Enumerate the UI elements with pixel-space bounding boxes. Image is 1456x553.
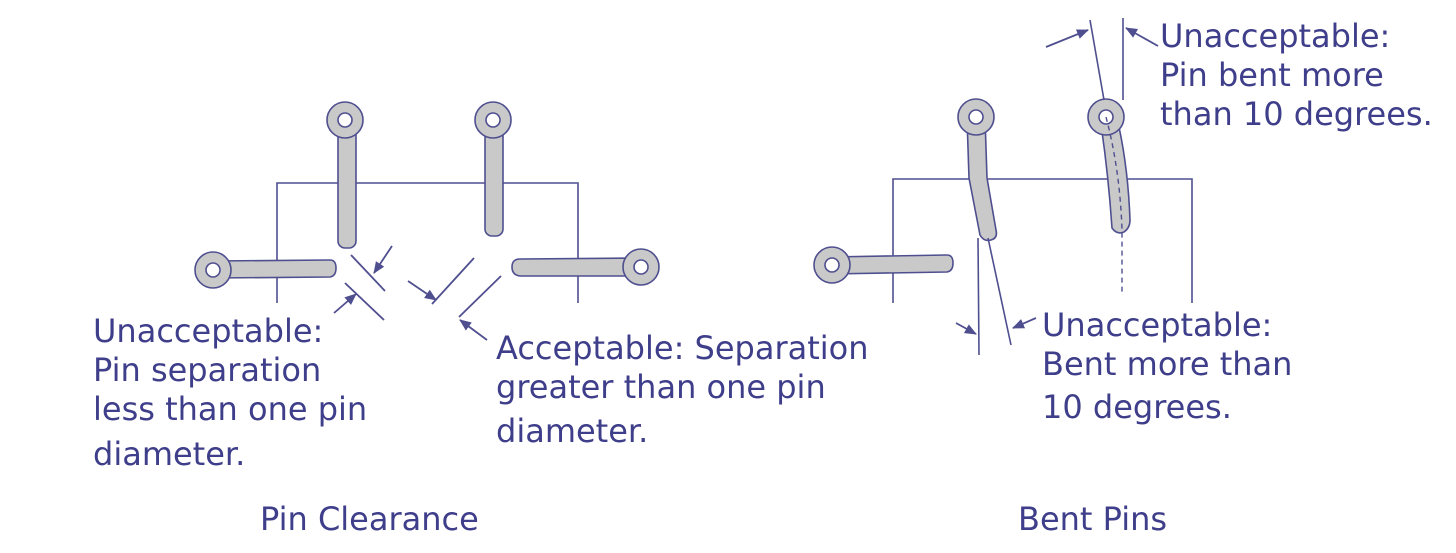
label-bent-unacceptable-bottom: Unacceptable: Bent more than 10 degrees. xyxy=(1042,306,1303,426)
caption-bent-pins: Bent Pins xyxy=(1018,500,1167,538)
label-pin-separation-unacceptable: Unacceptable: Pin separation less than o… xyxy=(93,312,377,473)
bend-angle-line-lower xyxy=(987,237,1012,346)
component-body-outline-left xyxy=(276,182,579,303)
pin-side-left xyxy=(194,251,337,289)
pin-top-right xyxy=(474,101,512,237)
caption-pin-clearance: Pin Clearance xyxy=(260,500,479,538)
bend-angle-arrow-upper-right xyxy=(1125,27,1159,47)
component-body-outline-right xyxy=(892,178,1193,303)
pin-top-left xyxy=(326,101,364,249)
label-separation-acceptable: Acceptable: Separation greater than one … xyxy=(496,329,879,450)
bend-angle-arrow-lower-left xyxy=(955,322,977,335)
pin-bent-side xyxy=(813,246,954,284)
pin-clearance-figure: Unacceptable: Pin separation less than o… xyxy=(93,101,879,538)
pin-bent-right xyxy=(1087,98,1131,234)
pin-side-right xyxy=(511,248,660,286)
label-pin-bent-unacceptable-top: Unacceptable: Pin bent more than 10 degr… xyxy=(1160,17,1433,133)
clearance-dimension-unacceptable xyxy=(333,245,393,321)
bend-angle-line-upper xyxy=(1089,19,1105,101)
pin-bent-left xyxy=(957,98,998,242)
bend-angle-arrow-lower-right xyxy=(1012,317,1037,329)
pin-original-axis-dashed xyxy=(1105,116,1123,292)
bend-reference-line-lower xyxy=(977,237,980,356)
bent-pins-figure: Unacceptable: Pin bent more than 10 degr… xyxy=(813,17,1433,538)
clearance-dimension-acceptable xyxy=(407,257,502,341)
bend-angle-arrow-upper-left xyxy=(1045,29,1089,48)
